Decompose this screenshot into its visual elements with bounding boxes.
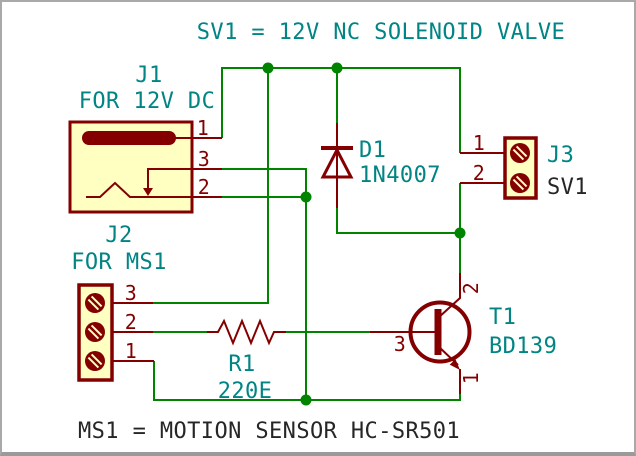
junction-dot <box>300 191 312 203</box>
junction-dot <box>331 62 343 74</box>
screw-icon <box>85 293 105 313</box>
wire-j2-pin3-12v[interactable] <box>153 68 269 304</box>
connector-j3-symbol[interactable]: 1 2 J3 SV1 <box>460 131 588 200</box>
schematic-footnote: MS1 = MOTION SENSOR HC-SR501 <box>78 419 460 444</box>
r1-reference-label[interactable]: R1 <box>228 352 255 377</box>
wire-d1-anode[interactable] <box>336 208 460 234</box>
screw-icon <box>510 143 530 163</box>
resistor-zigzag <box>207 318 286 346</box>
j1-value-label[interactable]: FOR 12V DC <box>79 89 215 114</box>
j1-pin1-number: 1 <box>197 116 209 140</box>
connector-j1-symbol[interactable]: 1 3 2 J1 FOR 12V DC <box>68 63 222 214</box>
j3-pin1-number: 1 <box>473 131 485 155</box>
transistor-t1-symbol[interactable]: 3 2 1 T1 BD139 <box>370 273 557 394</box>
t1-value-label[interactable]: BD139 <box>489 334 557 359</box>
j2-pin3-number: 3 <box>125 281 137 305</box>
barrel-jack-sleeve-contact <box>86 181 222 198</box>
wire-j1-pin3-ground[interactable] <box>222 168 307 400</box>
junction-dot <box>300 394 312 406</box>
j1-reference-label[interactable]: J1 <box>135 63 162 88</box>
schematic-title: SV1 = 12V NC SOLENOID VALVE <box>197 20 565 45</box>
connector-j2-symbol[interactable]: 3 2 1 J2 FOR MS1 <box>71 223 167 382</box>
t1-collector-pin-number: 2 <box>459 282 483 294</box>
j3-value-label[interactable]: SV1 <box>547 175 588 200</box>
t1-collector-lead <box>437 273 461 319</box>
diode-triangle <box>320 146 354 179</box>
t1-base-pin-number: 3 <box>394 332 406 356</box>
barrel-jack-tip-contact <box>82 131 176 145</box>
screw-icon <box>510 173 530 193</box>
diode-d1-symbol[interactable]: D1 1N4007 <box>320 123 441 208</box>
screw-icon <box>85 351 105 371</box>
j1-pin2-number: 2 <box>198 175 210 199</box>
t1-reference-label[interactable]: T1 <box>489 305 516 330</box>
junction-dot <box>262 62 274 74</box>
emitter-arrow-icon <box>449 359 460 370</box>
j1-pin3-number: 3 <box>198 147 210 171</box>
j3-pin2-number: 2 <box>473 161 485 185</box>
wire-12v-rail[interactable] <box>221 67 461 153</box>
j2-pin1-number: 1 <box>125 339 137 363</box>
junction-dots <box>262 62 466 406</box>
d1-value-label[interactable]: 1N4007 <box>359 163 441 188</box>
j2-value-label[interactable]: FOR MS1 <box>71 250 167 275</box>
j1-pin3-switch-lead <box>147 168 222 189</box>
t1-emitter-pin-number: 1 <box>459 372 483 384</box>
junction-dot <box>454 227 466 239</box>
j3-reference-label[interactable]: J3 <box>547 143 574 168</box>
d1-reference-label[interactable]: D1 <box>359 138 386 163</box>
j2-pin2-number: 2 <box>125 310 137 334</box>
resistor-r1-symbol[interactable]: R1 220E <box>207 318 286 404</box>
j2-reference-label[interactable]: J2 <box>105 223 132 248</box>
screw-icon <box>85 322 105 342</box>
r1-value-label[interactable]: 220E <box>218 379 273 404</box>
switch-arrow-icon <box>143 188 153 196</box>
